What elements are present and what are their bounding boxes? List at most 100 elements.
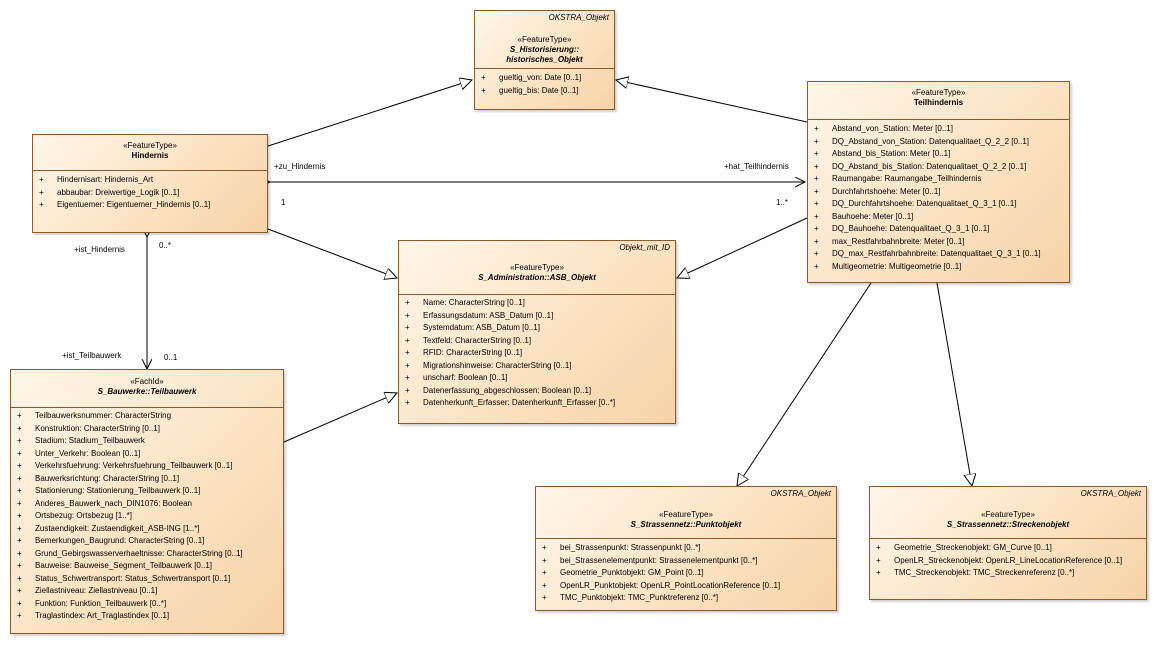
attribute: Konstruktion: CharacterString [0..1] xyxy=(11,423,283,436)
attribute: Datenerfassung_abgeschlossen: Boolean [0… xyxy=(399,385,675,398)
attribute: Abstand_von_Station: Meter [0..1] xyxy=(808,123,1069,136)
generalization-hindernis-historisches xyxy=(267,80,472,147)
attribute: OpenLR_Streckenobjekt: OpenLR_LineLocati… xyxy=(870,555,1146,568)
attribute: Zustaendigkeit: Zustaendigkeit_ASB-ING [… xyxy=(11,523,283,536)
attribute: Datenherkunft_Erfasser: Datenherkunft_Er… xyxy=(399,397,675,410)
class-teilhindernis[interactable]: «FeatureType» Teilhindernis Abstand_von_… xyxy=(807,81,1070,283)
generalization-teilhindernis-streckenobjekt xyxy=(936,282,972,486)
multiplicity-teilbauwerk-end: 0..1 xyxy=(164,353,178,362)
multiplicity-hindernis-side: 1 xyxy=(281,198,286,207)
attribute: Name: CharacterString [0..1] xyxy=(399,297,675,310)
class-header: OKSTRA_Objekt «FeatureType» S_Strassenne… xyxy=(536,487,836,539)
class-header: «FeatureType» Hindernis xyxy=(33,135,267,171)
role-hat-teilhindernis: +hat_Teilhindernis xyxy=(724,162,789,171)
attribute: TMC_Streckenobjekt: TMC_Streckenreferenz… xyxy=(870,567,1146,580)
class-header: OKSTRA_Objekt «FeatureType» S_Historisie… xyxy=(475,11,614,69)
attribute: DQ_Abstand_von_Station: Datenqualitaet_Q… xyxy=(808,136,1069,149)
attribute: Multigeometrie: Multigeometrie [0..1] xyxy=(808,261,1069,274)
attribute: Bauhoehe: Meter [0..1] xyxy=(808,211,1069,224)
class-name: S_Bauwerke::Teilbauwerk xyxy=(97,387,197,396)
attribute: Erfassungsdatum: ASB_Datum [0..1] xyxy=(399,310,675,323)
class-header: Objekt_mit_ID «FeatureType» S_Administra… xyxy=(399,241,675,295)
attribute-list: Name: CharacterString [0..1] Erfassungsd… xyxy=(399,295,675,412)
class-name: S_Strassennetz::Streckenobjekt xyxy=(946,520,1070,529)
multiplicity-hindernis-end: 0..* xyxy=(159,241,172,250)
class-asb-objekt[interactable]: Objekt_mit_ID «FeatureType» S_Administra… xyxy=(398,240,676,424)
attribute: bei_Strassenelementpunkt: Strassenelemen… xyxy=(536,555,836,568)
attribute: Teilbauwerksnummer: CharacterString xyxy=(11,410,283,423)
attribute: Bauweise: Bauweise_Segment_Teilbauwerk [… xyxy=(11,560,283,573)
attribute: Stationierung: Stationierung_Teilbauwerk… xyxy=(11,485,283,498)
attribute: Migrationshinweise: CharacterString [0..… xyxy=(399,360,675,373)
class-name-line2: historisches_Objekt xyxy=(506,55,583,64)
generalization-hindernis-asb xyxy=(267,228,397,278)
class-hindernis[interactable]: «FeatureType» Hindernis Hindernisart: Hi… xyxy=(32,134,268,233)
attribute: unscharf: Boolean [0..1] xyxy=(399,372,675,385)
attribute: gueltig_von: Date [0..1] xyxy=(475,72,614,85)
class-tag: Objekt_mit_ID xyxy=(619,243,670,252)
attribute-list: Hindernisart: Hindernis_Art abbaubar: Dr… xyxy=(33,171,267,214)
attribute: Hindernisart: Hindernis_Art xyxy=(33,174,267,187)
attribute: Status_Schwertransport: Status_Schwertra… xyxy=(11,573,283,586)
class-header: «FeatureType» Teilhindernis xyxy=(808,82,1069,120)
generalization-teilhindernis-asb xyxy=(677,217,808,278)
attribute: Anderes_Bauwerk_nach_DIN1076: Boolean xyxy=(11,498,283,511)
generalization-teilhindernis-historisches xyxy=(616,80,808,123)
class-tag: OKSTRA_Objekt xyxy=(548,13,609,22)
attribute: Ziellastniveau: Ziellastniveau [0..1] xyxy=(11,585,283,598)
class-historisches-objekt[interactable]: OKSTRA_Objekt «FeatureType» S_Historisie… xyxy=(474,10,615,110)
class-stereotype: «FeatureType» xyxy=(981,510,1035,519)
class-streckenobjekt[interactable]: OKSTRA_Objekt «FeatureType» S_Strassenne… xyxy=(869,486,1147,600)
generalization-teilhindernis-punktobjekt xyxy=(737,282,872,486)
class-teilbauwerk[interactable]: «FachId» S_Bauwerke::Teilbauwerk Teilbau… xyxy=(10,369,284,634)
attribute-list: gueltig_von: Date [0..1] gueltig_bis: Da… xyxy=(475,69,614,99)
attribute: Funktion: Funktion_Teilbauwerk [0..*] xyxy=(11,598,283,611)
class-header: «FachId» S_Bauwerke::Teilbauwerk xyxy=(11,370,283,408)
class-name: S_Strassennetz::Punktobjekt xyxy=(630,520,742,529)
attribute: Bauwerksrichtung: CharacterString [0..1] xyxy=(11,473,283,486)
attribute: Unter_Verkehr: Boolean [0..1] xyxy=(11,448,283,461)
class-name: Hindernis xyxy=(131,151,169,160)
attribute: Stadium: Stadium_Teilbauwerk xyxy=(11,435,283,448)
generalization-teilbauwerk-asb xyxy=(283,393,397,443)
class-stereotype: «FeatureType» xyxy=(911,88,966,97)
attribute: Bemerkungen_Baugrund: CharacterString [0… xyxy=(11,535,283,548)
attribute: Ortsbezug: Ortsbezug [1..*] xyxy=(11,510,283,523)
class-stereotype: «FeatureType» xyxy=(659,510,713,519)
attribute: abbaubar: Dreiwertige_Logik [0..1] xyxy=(33,187,267,200)
class-punktobjekt[interactable]: OKSTRA_Objekt «FeatureType» S_Strassenne… xyxy=(535,486,837,611)
attribute: Raumangabe: Raumangabe_Teilhindernis xyxy=(808,173,1069,186)
attribute-list: Abstand_von_Station: Meter [0..1] DQ_Abs… xyxy=(808,120,1069,275)
class-name: S_Administration::ASB_Objekt xyxy=(478,273,596,282)
attribute: Geometrie_Punktobjekt: GM_Point [0..1] xyxy=(536,567,836,580)
class-name: Teilhindernis xyxy=(913,98,964,107)
attribute: bei_Strassenpunkt: Strassenpunkt [0..*] xyxy=(536,542,836,555)
attribute-list: Teilbauwerksnummer: CharacterString Kons… xyxy=(11,408,283,625)
attribute: OpenLR_Punktobjekt: OpenLR_PointLocation… xyxy=(536,580,836,593)
attribute: Eigentuemer: Eigentuemer_Hindernis [0..1… xyxy=(33,199,267,212)
attribute: gueltig_bis: Date [0..1] xyxy=(475,85,614,98)
class-stereotype: «FeatureType» xyxy=(517,35,572,44)
class-name-line1: S_Historisierung:: xyxy=(509,45,580,54)
multiplicity-teilhindernis-side: 1..* xyxy=(776,198,789,207)
attribute: DQ_Abstand_bis_Station: Datenqualitaet_Q… xyxy=(808,161,1069,174)
attribute: DQ_max_Restfahrbahnbreite: Datenqualitae… xyxy=(808,248,1069,261)
role-ist-teilbauwerk: +ist_Teilbauwerk xyxy=(62,351,122,360)
class-header: OKSTRA_Objekt «FeatureType» S_Strassenne… xyxy=(870,487,1146,539)
attribute-list: bei_Strassenpunkt: Strassenpunkt [0..*] … xyxy=(536,539,836,607)
attribute: RFID: CharacterString [0..1] xyxy=(399,347,675,360)
attribute: DQ_Bauhoehe: Datenqualitaet_Q_3_1 [0..1] xyxy=(808,223,1069,236)
attribute: Systemdatum: ASB_Datum [0..1] xyxy=(399,322,675,335)
attribute: Geometrie_Streckenobjekt: GM_Curve [0..1… xyxy=(870,542,1146,555)
attribute: max_Restfahrbahnbreite: Meter [0..1] xyxy=(808,236,1069,249)
attribute: Grund_Gebirgswasserverhaeltnisse: Charac… xyxy=(11,548,283,561)
class-tag: OKSTRA_Objekt xyxy=(1080,489,1141,498)
class-stereotype: «FachId» xyxy=(130,377,164,386)
attribute: DQ_Durchfahrtshoehe: Datenqualitaet_Q_3_… xyxy=(808,198,1069,211)
class-stereotype: «FeatureType» xyxy=(510,263,564,272)
attribute: Traglastindex: Art_Traglastindex [0..1] xyxy=(11,610,283,623)
class-tag: OKSTRA_Objekt xyxy=(770,489,831,498)
role-ist-hindernis: +ist_Hindernis xyxy=(74,245,125,254)
attribute: Abstand_bis_Station: Meter [0..1] xyxy=(808,148,1069,161)
